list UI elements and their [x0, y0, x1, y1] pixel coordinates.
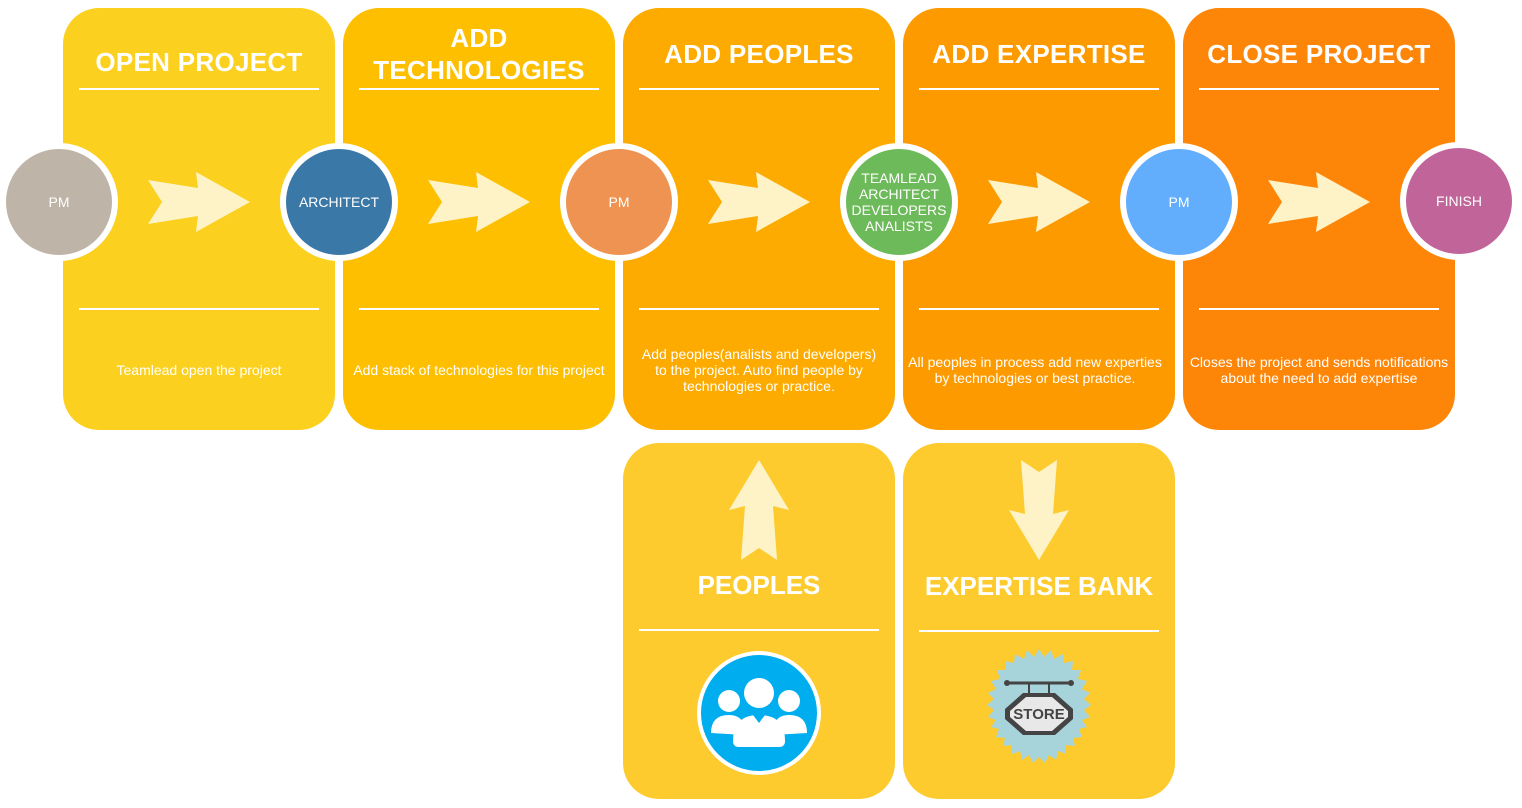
- divider-top: [1199, 88, 1439, 90]
- flow-arrow-1: [148, 172, 250, 232]
- resource-title: EXPERTISE BANK: [924, 571, 1154, 601]
- divider-bottom: [639, 308, 879, 310]
- role-node-pm-close: PM: [1120, 143, 1238, 261]
- step-description: Add peoples(analists and developers) to …: [641, 346, 877, 394]
- divider-top: [919, 88, 1159, 90]
- role-node-team: TEAMLEAD ARCHITECT DEVELOPERS ANALISTS: [840, 143, 958, 261]
- role-label: PM: [608, 194, 630, 210]
- role-label: PM: [1168, 194, 1190, 210]
- flow-arrow-2: [428, 172, 530, 232]
- resource-title: PEOPLES: [697, 570, 821, 600]
- divider-top: [639, 88, 879, 90]
- resource-card-peoples: PEOPLES: [623, 443, 895, 799]
- role-label: FINISH: [1436, 193, 1482, 209]
- arrow-down-icon: [1009, 460, 1069, 560]
- step-title: CLOSE PROJECT: [1207, 39, 1431, 69]
- step-description: Closes the project and sends notificatio…: [1189, 354, 1449, 386]
- divider: [919, 630, 1159, 632]
- step-title: ADD EXPERTISE: [932, 39, 1146, 69]
- role-label: TEAMLEAD ARCHITECT DEVELOPERS ANALISTS: [851, 170, 947, 234]
- role-label: ARCHITECT: [298, 194, 380, 210]
- flow-arrow-3: [708, 172, 810, 232]
- resource-card-expertise-bank: EXPERTISE BANK STORE: [903, 443, 1175, 799]
- role-node-finish: FINISH: [1400, 142, 1518, 260]
- role-label: PM: [48, 194, 70, 210]
- arrow-up-icon: [729, 460, 789, 560]
- divider-bottom: [1199, 308, 1439, 310]
- step-description: Add stack of technologies for this proje…: [353, 362, 605, 378]
- role-node-pm-start: PM: [0, 143, 118, 261]
- step-title: OPEN PROJECT: [95, 47, 303, 77]
- step-description: Teamlead open the project: [116, 362, 282, 378]
- store-sign-icon: STORE: [987, 649, 1091, 763]
- step-description: All peoples in process add new experties…: [908, 354, 1162, 386]
- people-group-icon: [697, 651, 821, 775]
- divider-bottom: [79, 308, 319, 310]
- divider-bottom: [359, 308, 599, 310]
- role-node-pm-peoples: PM: [560, 143, 678, 261]
- role-node-architect: ARCHITECT: [280, 143, 398, 261]
- flow-arrow-5: [1268, 172, 1370, 232]
- divider-bottom: [919, 308, 1159, 310]
- step-title: ADD PEOPLES: [664, 39, 854, 69]
- step-title: ADD TECHNOLOGIES: [373, 23, 585, 85]
- store-sign-text: STORE: [1013, 706, 1064, 723]
- flow-arrow-4: [988, 172, 1090, 232]
- divider-top: [359, 88, 599, 90]
- divider: [639, 629, 879, 631]
- divider-top: [79, 88, 319, 90]
